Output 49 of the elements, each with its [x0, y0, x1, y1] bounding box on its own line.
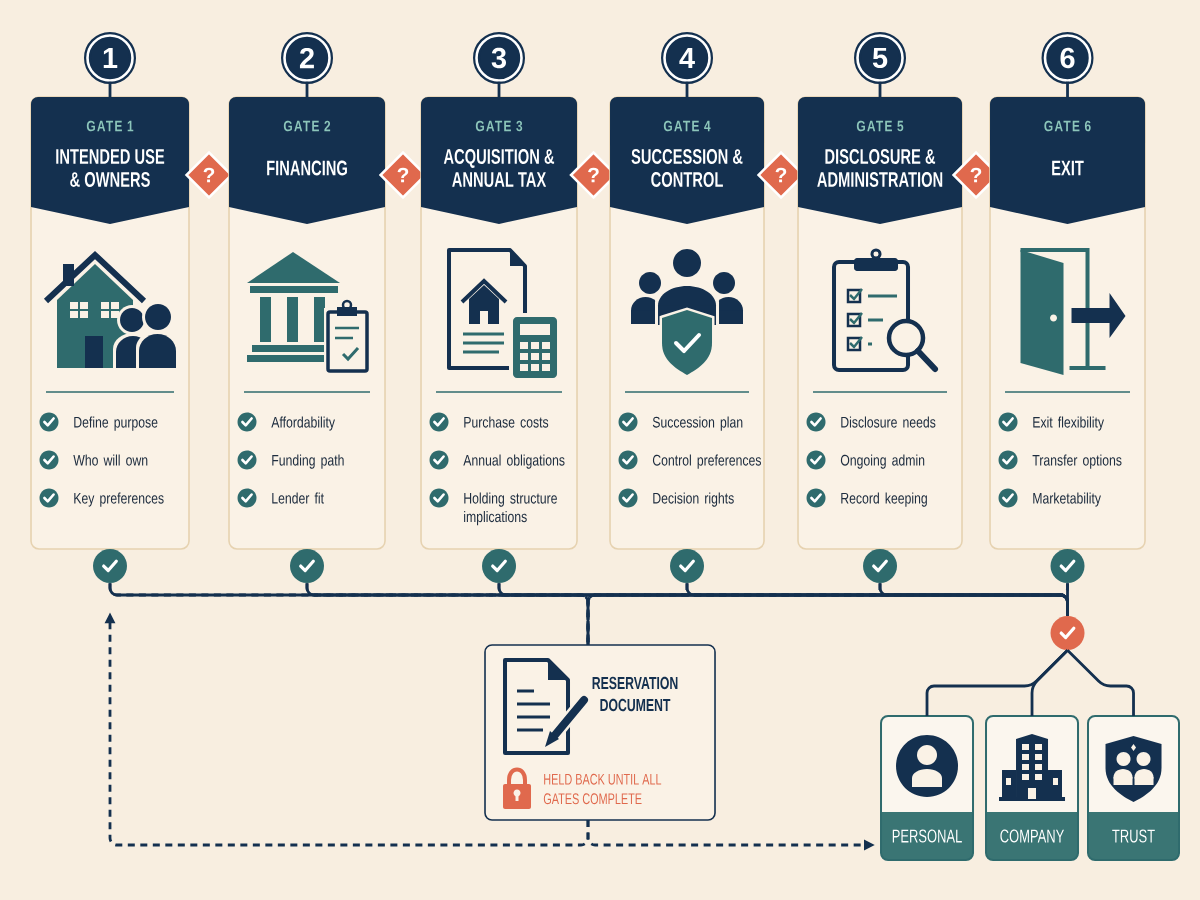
checklist-item: Marketability	[1033, 492, 1101, 507]
checklist-item: Decision rights	[653, 492, 734, 507]
header-banner: GATE 4 SUCCESSION & CONTROL	[610, 97, 764, 224]
checklist-item: Transfer options	[1032, 454, 1122, 469]
connector-line	[1030, 649, 1069, 716]
header-banner: GATE 3 ACQUISITION & ANNUAL TAX	[421, 97, 577, 224]
connector-line	[1066, 81, 1069, 97]
checklist-item: Lender fit	[272, 492, 324, 504]
check-icon	[1050, 549, 1085, 583]
connector-line	[878, 81, 882, 97]
number-badge: 5	[854, 32, 906, 84]
checklist-item: Disclosure needs	[841, 416, 936, 428]
checklist-item: Define purpose	[74, 416, 158, 431]
checklist-item: Who will own	[73, 454, 148, 466]
check-icon	[1050, 616, 1085, 650]
checklist-item: Annual obligations	[463, 454, 565, 469]
check-icon	[482, 549, 516, 583]
number-badge: 3	[473, 32, 525, 84]
number-badge: 1	[84, 32, 136, 84]
checklist-item: Succession plan	[652, 416, 743, 431]
checklist-item: Key preferences	[74, 492, 164, 507]
checklist-item: Control preferences	[652, 454, 761, 469]
number-badge: 6	[1041, 32, 1094, 84]
card-title: RESERVATION DOCUMENT	[592, 676, 678, 712]
checklist-item: Funding path	[272, 454, 344, 469]
checklist-item: Holding structure implications	[464, 492, 557, 526]
check-icon	[290, 549, 324, 583]
header-banner: GATE 5 DISCLOSURE & ADMINISTRATION	[798, 97, 962, 224]
checklist-item: Record keeping	[841, 492, 927, 507]
check-icon	[670, 549, 704, 583]
header-banner: GATE 6 EXIT	[990, 97, 1145, 224]
dashed-line	[586, 583, 689, 645]
checklist-item: Affordability	[271, 416, 335, 431]
warning-note: HELD BACK UNTIL ALL GATES COMPLETE	[543, 773, 662, 805]
check-icon	[863, 549, 897, 583]
connector-line	[497, 81, 501, 97]
connector-line	[108, 81, 112, 97]
connector-line	[305, 81, 309, 97]
checklist-item: Ongoing admin	[840, 454, 925, 469]
number-badge: 4	[661, 32, 713, 84]
checklist-item: Purchase costs	[464, 416, 549, 428]
connector-line	[1066, 649, 1135, 716]
header-banner: GATE 2 FINANCING	[229, 97, 385, 224]
connector-line	[685, 81, 689, 97]
checklist-item: Exit flexibility	[1033, 416, 1104, 431]
dashed-line	[586, 583, 1069, 645]
header-banner: GATE 1 INTENDED USE & OWNERS	[31, 97, 189, 224]
number-badge: 2	[281, 32, 333, 84]
check-icon	[93, 549, 127, 583]
